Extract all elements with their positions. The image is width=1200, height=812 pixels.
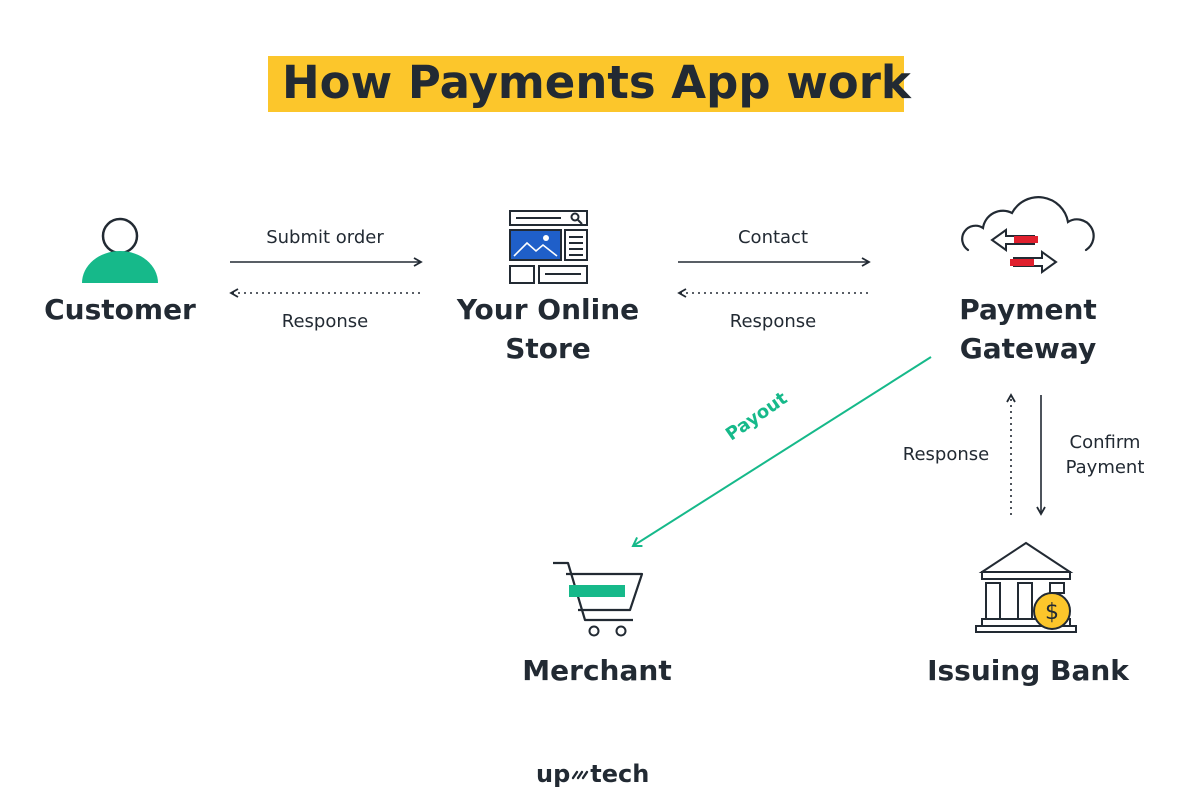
response-label-customer: Response (281, 311, 369, 332)
page-title: How Payments App work (282, 56, 911, 109)
confirm-label-line2: Payment (1065, 457, 1145, 478)
logo-mark-icon (570, 760, 590, 788)
title-highlight (268, 56, 904, 112)
store-label-line2: Store (505, 332, 591, 365)
response-label-store: Response (729, 311, 817, 332)
web-store-icon (509, 210, 588, 284)
logo-text-right: tech (590, 760, 650, 788)
issuing-bank-label: Issuing Bank (927, 654, 1129, 687)
cloud-exchange-icon (961, 196, 1095, 274)
customer-label: Customer (44, 293, 196, 326)
response-label-bank: Response (902, 444, 990, 465)
payout-arrow (631, 356, 932, 548)
person-icon (82, 217, 158, 283)
bank-icon: $ (975, 541, 1077, 633)
gateway-label-line1: Payment (959, 293, 1097, 326)
shopping-cart-icon (553, 561, 644, 637)
logo-text-left: up (536, 760, 571, 788)
merchant-label: Merchant (522, 654, 672, 687)
contact-label: Contact (737, 227, 809, 248)
gateway-label-line2: Gateway (959, 332, 1097, 365)
submit-order-label: Submit order (266, 227, 384, 248)
store-label-line1: Your Online (456, 293, 640, 326)
svg-text:$: $ (1045, 600, 1059, 625)
confirm-label-line1: Confirm (1069, 432, 1141, 453)
